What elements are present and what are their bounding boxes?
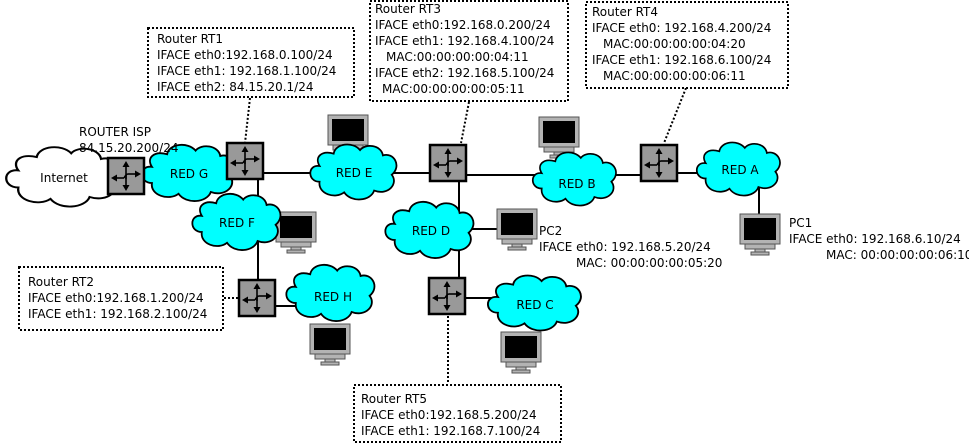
cloud-label-red-b: RED B [558, 177, 595, 191]
connector-rt3 [460, 101, 470, 144]
router-icon-rt1 [225, 141, 265, 181]
cloud-label-red-g: RED G [170, 167, 208, 181]
cloud-label-internet: Internet [40, 171, 88, 185]
rt3-title: Router RT3 [375, 2, 441, 16]
info-box-rt1: Router RT1 IFACE eth0:192.168.0.100/24 I… [147, 27, 355, 98]
cloud-label-red-d: RED D [412, 224, 450, 238]
rt4-title: Router RT4 [592, 5, 658, 19]
info-box-rt4: Router RT4 IFACE eth0: 192.168.4.200/24 … [585, 1, 789, 89]
cloud-label-red-h: RED H [314, 290, 352, 304]
pc2-label: PC2 IFACE eth0: 192.168.5.20/24 MAC: 00:… [539, 224, 722, 270]
cloud-red-e: RED E [309, 143, 398, 201]
router-isp-label: ROUTER ISP 84.15.20.200/24 [79, 125, 178, 155]
rt3-eth2-mac: MAC:00:00:00:00:05:11 [382, 82, 525, 96]
monitor-icon-redb [538, 116, 580, 159]
cloud-red-a: RED A [695, 141, 781, 197]
rt4-eth1-mac: MAC:00:00:00:00:06:11 [603, 69, 746, 83]
monitor-icon-pc2 [496, 208, 538, 251]
router-icon-isp [106, 156, 146, 196]
rt5-eth0: IFACE eth0:192.168.5.200/24 [361, 408, 537, 422]
monitor-icon-redf [275, 211, 317, 254]
pc1-mac: MAC: 00:00:00:00:06:10 [826, 248, 969, 262]
rt1-eth1: IFACE eth1: 192.168.1.100/24 [157, 64, 336, 78]
rt4-eth0: IFACE eth0: 192.168.4.200/24 [592, 21, 771, 35]
router-icon-rt2 [237, 278, 277, 318]
cloud-red-g: RED G [140, 143, 236, 203]
rt2-title: Router RT2 [28, 275, 94, 289]
router-icon-rt5 [427, 276, 467, 316]
info-box-rt2: Router RT2 IFACE eth0:192.168.1.200/24 I… [18, 266, 224, 331]
router-icon-rt4 [639, 143, 679, 183]
rt3-eth1-mac: MAC:00:00:00:00:04:11 [386, 50, 529, 64]
cloud-label-red-f: RED F [219, 216, 255, 230]
rt3-eth0: IFACE eth0:192.168.0.200/24 [375, 18, 551, 32]
pc2-title: PC2 [539, 224, 562, 238]
router-isp-title: ROUTER ISP [79, 125, 151, 139]
rt4-eth1: IFACE eth1: 192.168.6.100/24 [592, 53, 771, 67]
cloud-label-red-a: RED A [721, 163, 759, 177]
router-isp-ip: 84.15.20.200/24 [79, 141, 178, 155]
connector-rt4 [663, 87, 687, 144]
rt1-eth0: IFACE eth0:192.168.0.100/24 [157, 48, 333, 62]
rt1-title: Router RT1 [157, 32, 223, 46]
router-icon-rt3 [428, 143, 468, 183]
rt5-title: Router RT5 [361, 392, 427, 406]
pc1-label: PC1 IFACE eth0: 192.168.6.10/24 MAC: 00:… [789, 216, 969, 262]
monitor-icon-pc1 [739, 213, 781, 256]
connector-rt1 [244, 97, 251, 144]
rt4-eth0-mac: MAC:00:00:00:00:04:20 [603, 37, 746, 51]
rt5-eth1: IFACE eth1: 192.168.7.100/24 [361, 424, 540, 438]
cloud-red-d: RED D [384, 200, 475, 259]
rt1-eth2: IFACE eth2: 84.15.20.1/24 [157, 80, 314, 94]
cloud-label-red-c: RED C [516, 298, 553, 312]
pc2-mac: MAC: 00:00:00:00:05:20 [576, 256, 722, 270]
monitor-icon-redh [309, 323, 351, 366]
rt3-eth1: IFACE eth1: 192.168.4.100/24 [375, 34, 554, 48]
info-box-rt3: Router RT3 IFACE eth0:192.168.0.200/24 I… [369, 0, 569, 102]
cloud-internet: Internet [5, 146, 120, 208]
rt2-eth0: IFACE eth0:192.168.1.200/24 [28, 291, 204, 305]
cloud-red-f: RED F [191, 192, 282, 251]
pc1-title: PC1 [789, 216, 812, 230]
rt3-eth2: IFACE eth2: 192.168.5.100/24 [375, 66, 554, 80]
cloud-red-b: RED B [531, 151, 617, 207]
cloud-red-h: RED H [285, 263, 376, 322]
cloud-label-red-e: RED E [336, 166, 373, 180]
pc2-eth0: IFACE eth0: 192.168.5.20/24 [539, 240, 711, 254]
monitor-icon-redc [500, 331, 542, 374]
cloud-red-c: RED C [486, 274, 582, 332]
pc1-eth0: IFACE eth0: 192.168.6.10/24 [789, 232, 961, 246]
info-box-rt5: Router RT5 IFACE eth0:192.168.5.200/24 I… [353, 384, 562, 443]
rt2-eth1: IFACE eth1: 192.168.2.100/24 [28, 307, 207, 321]
